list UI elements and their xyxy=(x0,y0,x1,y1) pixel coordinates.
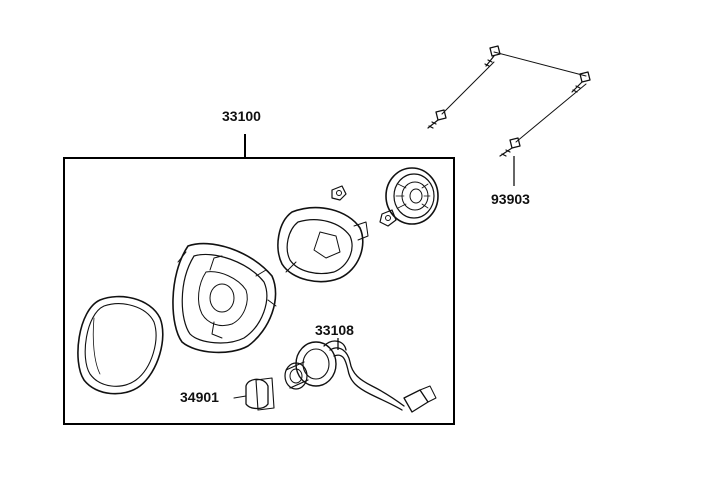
headlight-reflector xyxy=(172,242,277,354)
screw-mid-left xyxy=(427,109,447,129)
mounting-clip-upper xyxy=(331,185,347,201)
bulb-part-number: 34901 xyxy=(180,389,219,405)
assembly-frame xyxy=(63,157,455,425)
dust-cover xyxy=(385,167,439,225)
headlight-rear-housing xyxy=(277,206,369,283)
headlight-lens xyxy=(77,295,164,395)
assembly-part-number: 33100 xyxy=(222,108,261,124)
screws-part-number: 93903 xyxy=(491,191,530,207)
screw-top-left xyxy=(484,45,501,67)
bulb-socket-harness xyxy=(284,340,437,413)
screw-set xyxy=(427,45,591,157)
screw-top-right xyxy=(571,71,591,93)
screw-bottom xyxy=(499,137,521,157)
socket-part-number: 33108 xyxy=(315,322,354,338)
headlight-bulb xyxy=(233,377,275,411)
